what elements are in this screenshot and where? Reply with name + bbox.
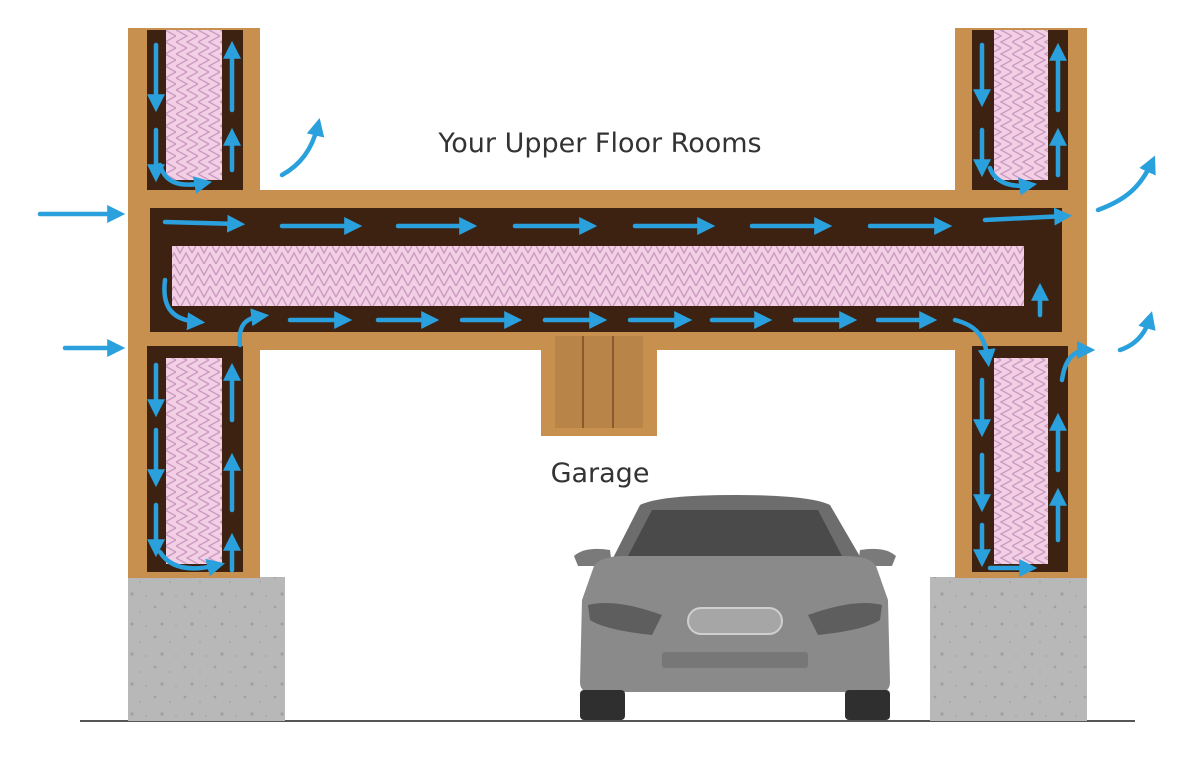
floor-assembly bbox=[128, 190, 1087, 350]
left-concrete-footing bbox=[128, 577, 285, 721]
airflow-arrow-icon bbox=[162, 277, 206, 331]
airflow-arrow-icon bbox=[1095, 155, 1156, 213]
right-lower-wall bbox=[955, 342, 1087, 578]
airflow-arrow-icon bbox=[952, 317, 996, 368]
left-lower-wall bbox=[128, 342, 260, 578]
airflow-arrows bbox=[37, 40, 1156, 577]
airflow-arrow-icon bbox=[1117, 311, 1156, 353]
airflow-arrow-icon bbox=[237, 308, 270, 348]
right-concrete-footing bbox=[930, 577, 1087, 721]
airflow-arrow-icon bbox=[982, 207, 1073, 226]
airflow-arrow-icon bbox=[162, 214, 246, 233]
airflow-arrow-icon bbox=[1059, 341, 1096, 383]
airflow-arrow-icon bbox=[987, 165, 1038, 196]
airflow-arrow-icon bbox=[279, 117, 325, 178]
left-upper-wall bbox=[128, 28, 260, 198]
airflow-arrow-icon bbox=[157, 549, 225, 577]
center-beam bbox=[541, 332, 657, 436]
right-upper-wall bbox=[955, 28, 1087, 198]
garage-label: Garage bbox=[551, 458, 650, 489]
car-icon bbox=[574, 495, 896, 720]
airflow-arrow-icon bbox=[157, 162, 213, 194]
upper-floor-rooms-label: Your Upper Floor Rooms bbox=[437, 128, 761, 159]
